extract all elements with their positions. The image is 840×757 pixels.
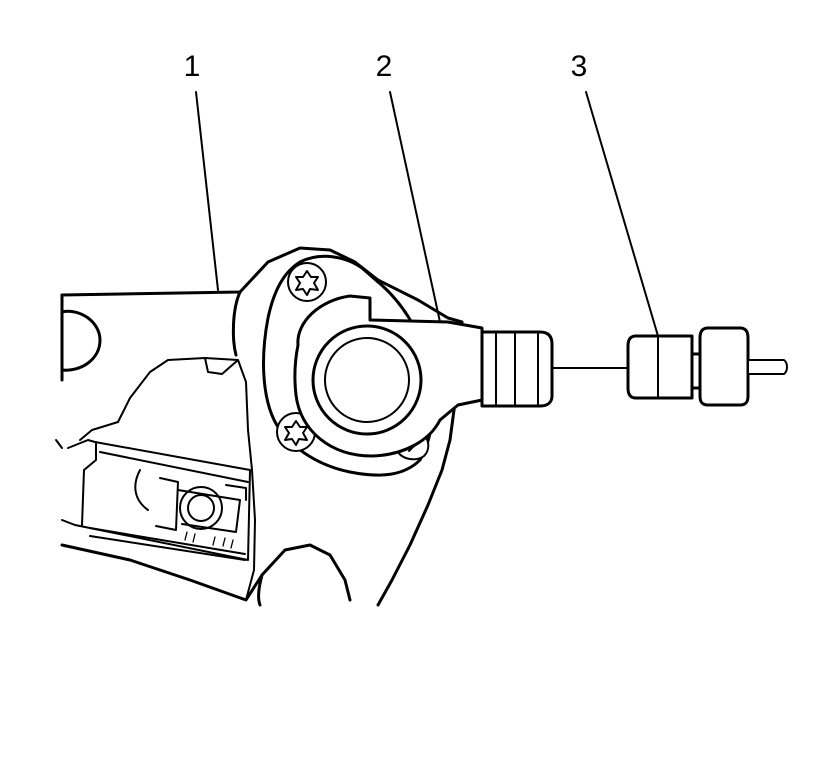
leader-line-2 — [389, 91, 441, 323]
harness-connector-part-3 — [626, 326, 788, 407]
callout-3: 3 — [570, 50, 588, 83]
callout-1: 1 — [183, 50, 201, 83]
sensor-part-2 — [262, 254, 554, 477]
callout-2: 2 — [375, 50, 393, 83]
housing-part-1 — [55, 246, 464, 607]
leader-line-1 — [195, 91, 219, 291]
leader-line-3 — [585, 91, 659, 337]
